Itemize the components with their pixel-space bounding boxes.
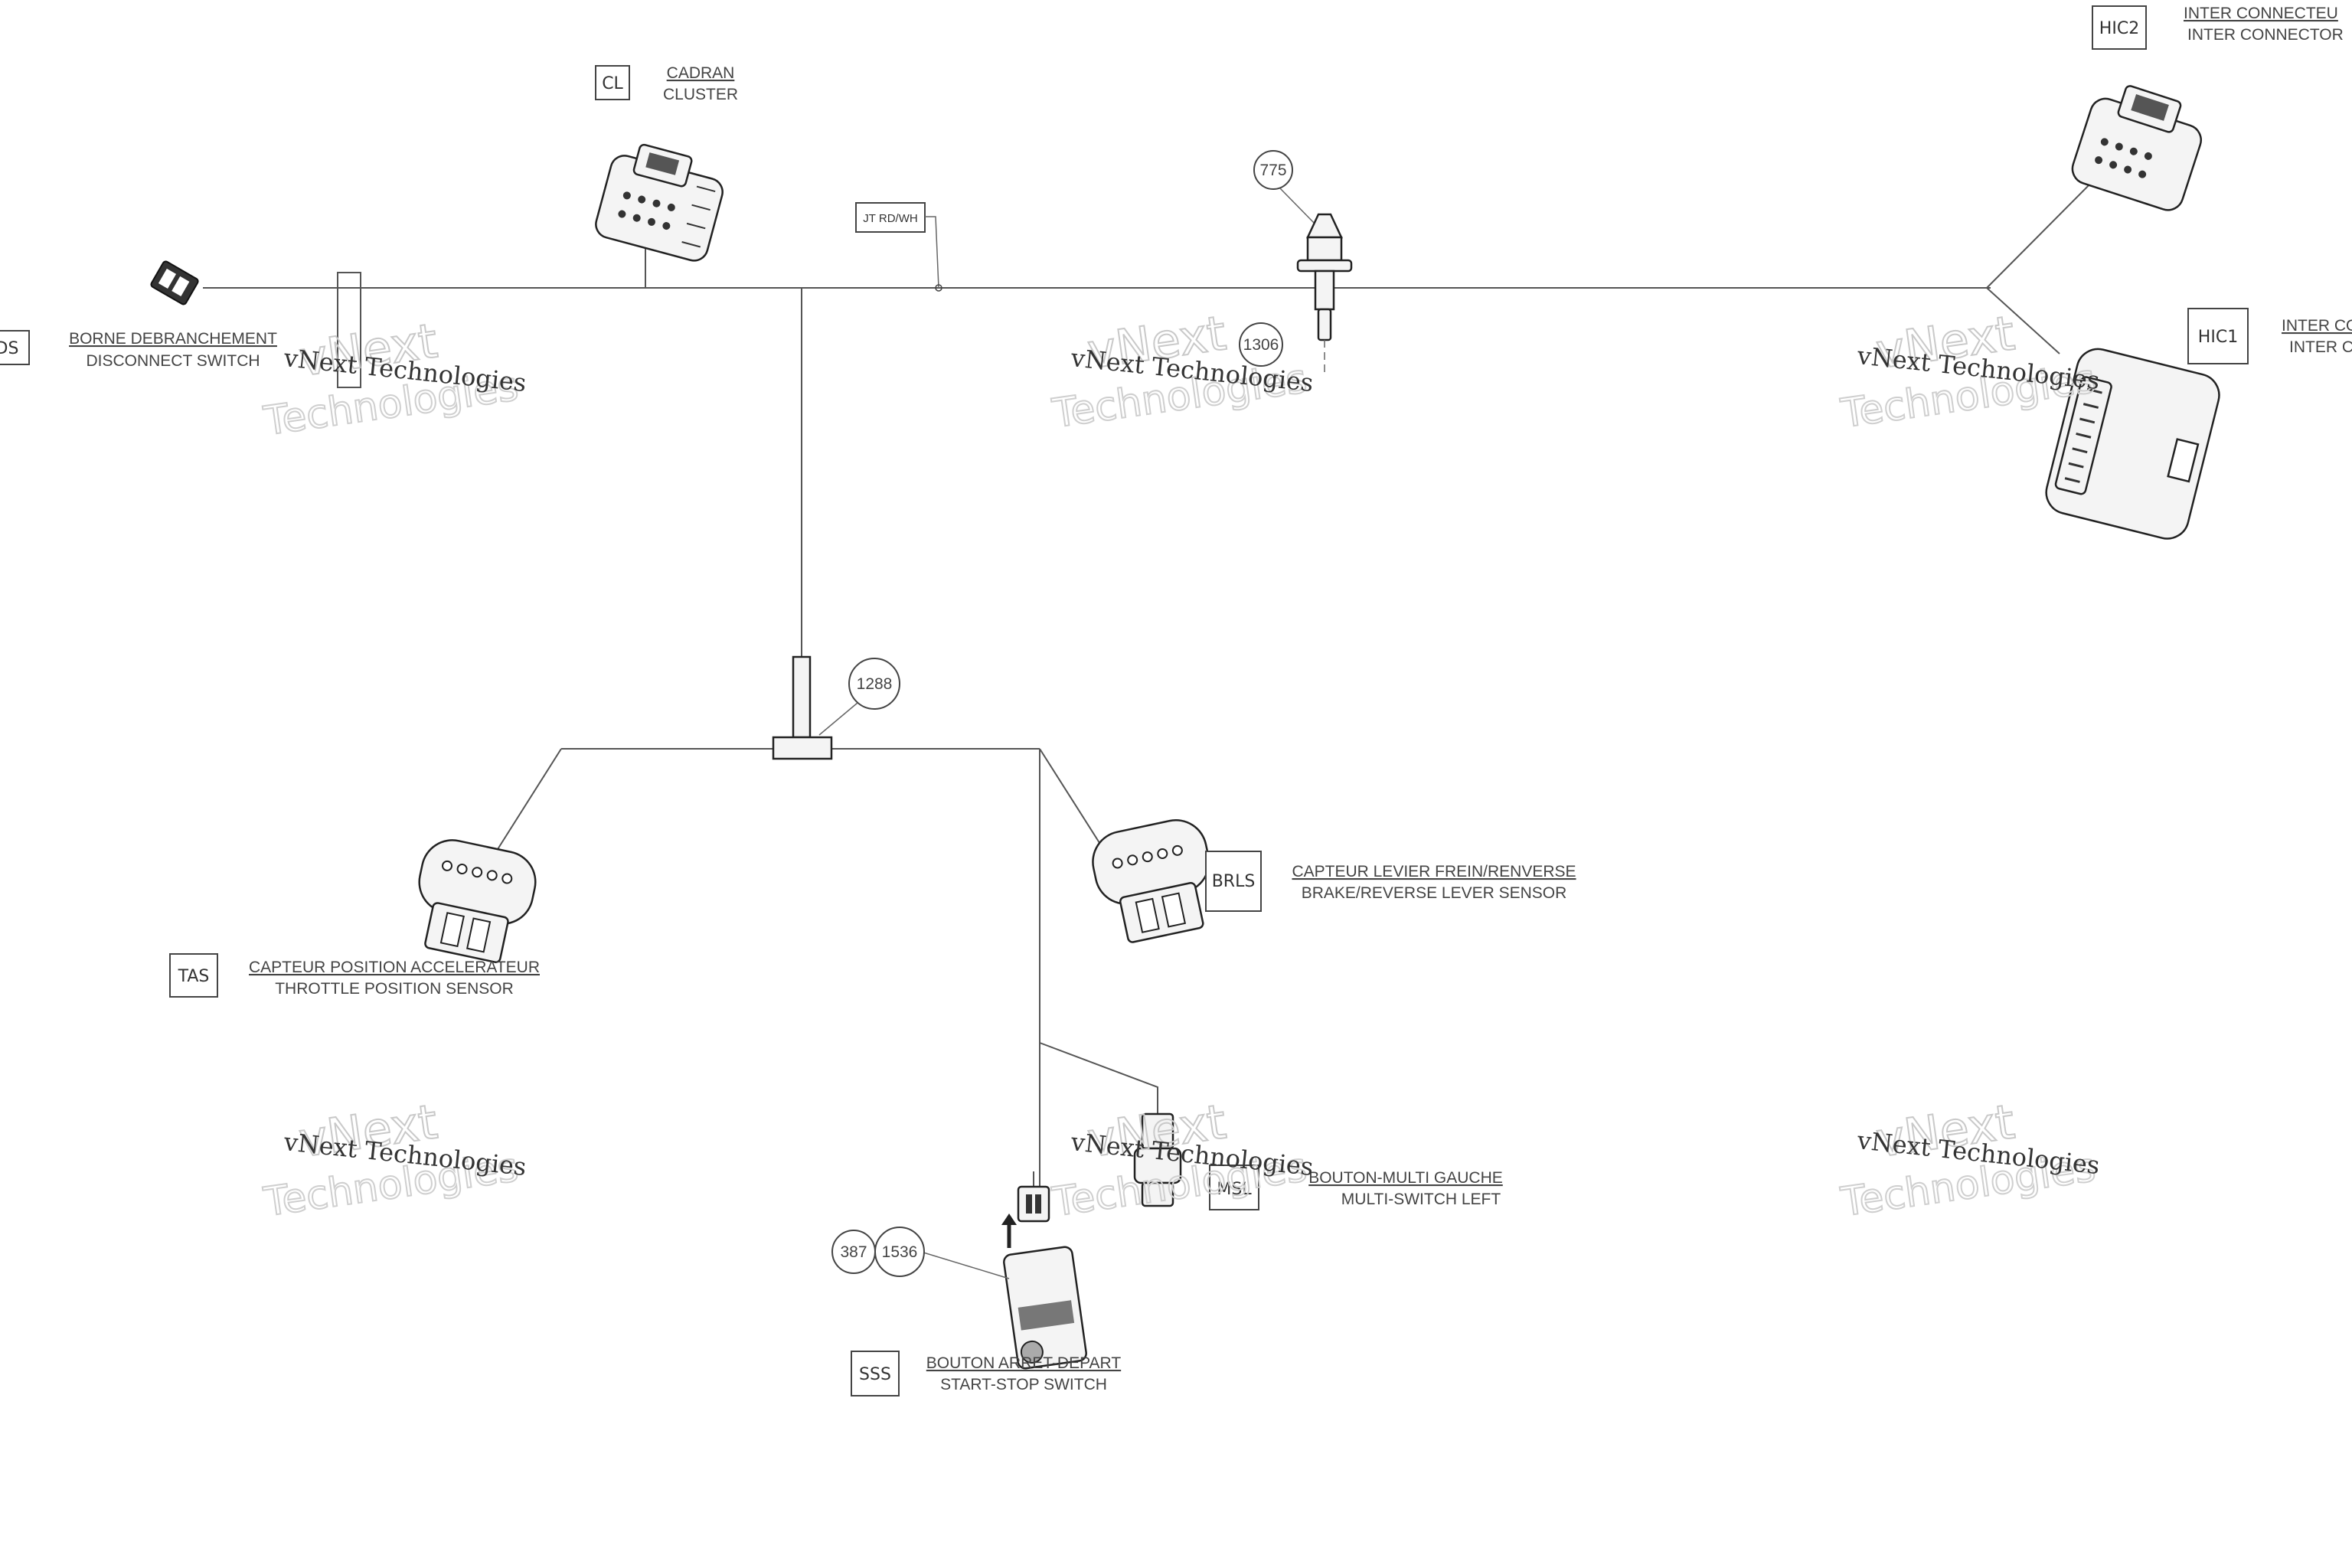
msl-label-en: MULTI-SWITCH LEFT	[1341, 1191, 1501, 1208]
tas-code: TAS	[178, 967, 210, 986]
tas-label-fr: CAPTEUR POSITION ACCELERATEUR	[249, 959, 540, 976]
sss-switch-icon	[1003, 1246, 1087, 1370]
brls-code-box	[1205, 851, 1262, 912]
hic2-code: HIC2	[2099, 19, 2139, 38]
cl-code: CL	[602, 74, 623, 93]
hic1-group: HIC1 INTER CO INTER C	[2045, 308, 2352, 540]
msl-group: MSL BOUTON-MULTI GAUCHE MULTI-SWITCH LEF…	[1133, 1112, 1503, 1210]
msl-connector-icon	[1133, 1112, 1182, 1207]
part-775-circle	[1253, 150, 1293, 190]
part-1536-circle	[874, 1227, 925, 1277]
hic2-group: HIC2 INTER CONNECTEU INTER CONNECTOR	[2071, 5, 2344, 211]
ds-code: DS	[0, 339, 18, 358]
cl-code-box	[595, 65, 630, 100]
part-1288-number: 1288	[857, 675, 893, 693]
ds-code-box	[0, 330, 30, 365]
junction-body-icon	[792, 655, 812, 739]
part-1288-leader	[818, 702, 858, 736]
grommet-icon	[1296, 213, 1353, 341]
msl-code-box	[1209, 1165, 1259, 1210]
hic1-code: HIC1	[2198, 328, 2238, 347]
tas-connector-icon	[418, 839, 537, 963]
tas-group: TAS CAPTEUR POSITION ACCELERATEUR THROTT…	[169, 839, 540, 998]
junction-1288-group: 1288	[772, 655, 900, 760]
hic2-label-fr: INTER CONNECTEU	[2184, 5, 2338, 22]
part-1536-number: 1536	[882, 1243, 918, 1261]
sss-code-box	[851, 1351, 900, 1396]
part-387-number: 387	[840, 1243, 867, 1261]
tas-code-box	[169, 953, 218, 998]
hic2-connector-icon	[2071, 85, 2202, 211]
ds-label-en: DISCONNECT SWITCH	[86, 352, 260, 370]
hic2-code-box	[2092, 5, 2147, 50]
sss-label-fr: BOUTON ARRET-DEPART	[926, 1354, 1122, 1372]
cluster-group: CL CADRAN CLUSTER	[595, 64, 738, 262]
msl-branch-wire	[1039, 1042, 1158, 1114]
splice-tag-label: JT RD/WH	[863, 212, 917, 225]
msl-code: MSL	[1217, 1180, 1252, 1199]
disconnect-switch-icon	[150, 260, 199, 305]
part-1306-circle	[1239, 322, 1283, 367]
junction-base-icon	[772, 736, 833, 760]
disconnect-switch-bracket	[337, 272, 361, 388]
insertion-arrow-icon	[1001, 1214, 1017, 1248]
splice-tag-group: JT RD/WH	[855, 202, 942, 292]
part-1306-number: 1306	[1243, 336, 1279, 354]
sss-label-en: START-STOP SWITCH	[940, 1376, 1107, 1393]
brls-label-en: BRAKE/REVERSE LEVER SENSOR	[1302, 884, 1567, 902]
splice-tag-leader	[925, 216, 939, 289]
sss-part-leader	[920, 1251, 1010, 1279]
hic1-connector-icon	[2045, 348, 2220, 540]
tas-branch-wire	[489, 748, 562, 862]
brls-group: BRLS CAPTEUR LEVIER FREIN/RENVERSE BRAKE…	[1092, 819, 1576, 943]
brls-code: BRLS	[1212, 872, 1256, 891]
brls-connector-icon	[1092, 819, 1210, 943]
sss-plug-icon	[1017, 1185, 1050, 1223]
tas-label-en: THROTTLE POSITION SENSOR	[275, 980, 514, 998]
hic1-label-en: INTER C	[2289, 338, 2352, 356]
disconnect-switch-group: DS BORNE DEBRANCHEMENT DISCONNECT SWITCH	[0, 260, 361, 388]
msl-label-fr: BOUTON-MULTI GAUCHE	[1308, 1169, 1503, 1187]
part-1288-circle	[848, 658, 900, 710]
sss-code: SSS	[859, 1365, 891, 1384]
hic1-branch-wire	[1986, 287, 2060, 354]
brls-branch-wire	[1039, 748, 1107, 854]
brls-label-fr: CAPTEUR LEVIER FREIN/RENVERSE	[1292, 863, 1576, 880]
splice-tag-box	[855, 202, 926, 233]
hic1-label-fr: INTER CO	[2282, 317, 2352, 335]
part-775-number: 775	[1259, 162, 1286, 179]
splice-point	[935, 284, 942, 292]
cluster-connector-icon	[595, 143, 724, 262]
grommet-part-group: 775 1306	[1239, 150, 1353, 375]
sss-group: 387 1536 SSS BOUTON ARRET-DEPART START-S…	[831, 1185, 1122, 1396]
ds-label-fr: BORNE DEBRANCHEMENT	[69, 330, 277, 348]
hic1-code-box	[2187, 308, 2249, 364]
part-775-leader	[1279, 188, 1318, 227]
hic2-label-en: INTER CONNECTOR	[2187, 26, 2344, 44]
cl-label-en: CLUSTER	[663, 86, 738, 103]
cl-label-fr: CADRAN	[667, 64, 735, 82]
